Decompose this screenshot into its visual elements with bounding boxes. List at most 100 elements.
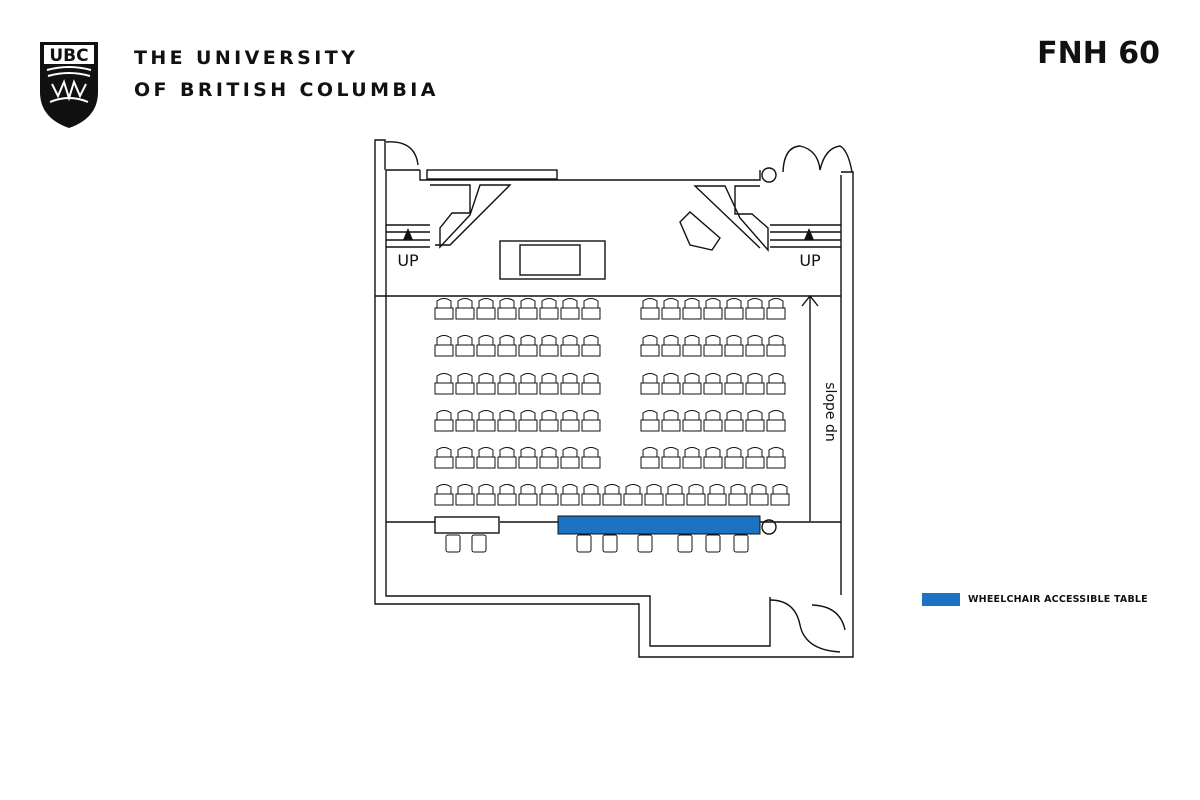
seat-left-r3 [455, 373, 475, 395]
table-chair [677, 534, 693, 553]
table-chair [602, 534, 618, 553]
corner-column-bottom [761, 519, 777, 535]
seat-left-r2 [455, 335, 475, 357]
front-table-chairs [445, 534, 749, 553]
seat-front-row [623, 484, 643, 506]
seat-right-r5 [745, 447, 765, 469]
seat-left-r3 [581, 373, 601, 395]
seat-right-r1 [682, 298, 702, 320]
seat-front-row [602, 484, 622, 506]
seat-right-r4 [661, 410, 681, 432]
seat-left-r4 [455, 410, 475, 432]
seat-right-r3 [745, 373, 765, 395]
seat-left-r5 [476, 447, 496, 469]
university-name-line-2: OF BRITISH COLUMBIA [134, 79, 439, 101]
seat-right-r2 [682, 335, 702, 357]
university-name-line-1: THE UNIVERSITY [134, 47, 359, 69]
seat-front-row [455, 484, 475, 506]
seat-front-row [476, 484, 496, 506]
seat-right-r3 [661, 373, 681, 395]
legend-label: WHEELCHAIR ACCESSIBLE TABLE [968, 594, 1148, 605]
seat-right-r3 [682, 373, 702, 395]
seat-right-r1 [766, 298, 786, 320]
seat-right-r1 [724, 298, 744, 320]
seat-left-r3 [560, 373, 580, 395]
seat-left-r1 [476, 298, 496, 320]
left-door [385, 141, 419, 166]
seat-front-row [728, 484, 748, 506]
wheelchair-accessible-table [557, 515, 761, 535]
seat-left-r3 [518, 373, 538, 395]
seat-front-row [434, 484, 454, 506]
seat-right-r4 [724, 410, 744, 432]
table-chair [445, 534, 461, 553]
seat-right-r5 [724, 447, 744, 469]
seat-left-r2 [497, 335, 517, 357]
seat-left-r4 [539, 410, 559, 432]
table-chair [637, 534, 653, 553]
table-chair [471, 534, 487, 553]
side-table [434, 516, 500, 534]
front-desk-top [519, 244, 581, 276]
seat-right-r2 [703, 335, 723, 357]
slope-label: slope dn [822, 382, 838, 441]
seat-left-r4 [518, 410, 538, 432]
seat-left-r4 [581, 410, 601, 432]
seat-left-r5 [455, 447, 475, 469]
seat-right-r2 [766, 335, 786, 357]
seat-left-r1 [518, 298, 538, 320]
slope-arrow [801, 294, 819, 521]
inner-wall-lower [385, 170, 771, 647]
seat-front-row [539, 484, 559, 506]
seat-left-r5 [539, 447, 559, 469]
seating-area [434, 298, 790, 506]
seat-left-r5 [497, 447, 517, 469]
seat-front-row [749, 484, 769, 506]
seat-left-r5 [581, 447, 601, 469]
right-door [782, 145, 853, 173]
legend: WHEELCHAIR ACCESSIBLE TABLE [922, 593, 1148, 606]
seat-right-r3 [724, 373, 744, 395]
seat-right-r1 [661, 298, 681, 320]
stair-arrow-right [804, 228, 814, 240]
seat-left-r3 [539, 373, 559, 395]
front-desk [499, 240, 606, 280]
room-code: FNH 60 [1037, 36, 1160, 71]
table-chair [705, 534, 721, 553]
seat-right-r4 [703, 410, 723, 432]
seat-right-r4 [640, 410, 660, 432]
seat-right-r3 [640, 373, 660, 395]
legend-swatch [922, 593, 960, 606]
ubc-crest-logo: UBC [40, 42, 98, 128]
seat-left-r1 [560, 298, 580, 320]
seat-right-r5 [682, 447, 702, 469]
outer-wall [374, 170, 854, 658]
seat-left-r2 [581, 335, 601, 357]
table-chair [576, 534, 592, 553]
seat-front-row [560, 484, 580, 506]
seat-left-r5 [518, 447, 538, 469]
seat-left-r1 [539, 298, 559, 320]
seat-front-row [644, 484, 664, 506]
seat-right-r1 [745, 298, 765, 320]
seat-right-r2 [640, 335, 660, 357]
seat-left-r5 [434, 447, 454, 469]
seat-right-r4 [766, 410, 786, 432]
exit-door [769, 599, 846, 653]
top-wall [374, 139, 761, 181]
seat-left-r2 [560, 335, 580, 357]
seat-right-r1 [703, 298, 723, 320]
seat-front-row [686, 484, 706, 506]
seat-right-r5 [640, 447, 660, 469]
seat-left-r1 [497, 298, 517, 320]
seat-right-r5 [703, 447, 723, 469]
seat-right-r4 [745, 410, 765, 432]
seat-left-r2 [518, 335, 538, 357]
seat-right-r3 [766, 373, 786, 395]
seat-right-r4 [682, 410, 702, 432]
seat-left-r3 [497, 373, 517, 395]
seat-right-r1 [640, 298, 660, 320]
lectern [679, 211, 721, 251]
seat-right-r3 [703, 373, 723, 395]
